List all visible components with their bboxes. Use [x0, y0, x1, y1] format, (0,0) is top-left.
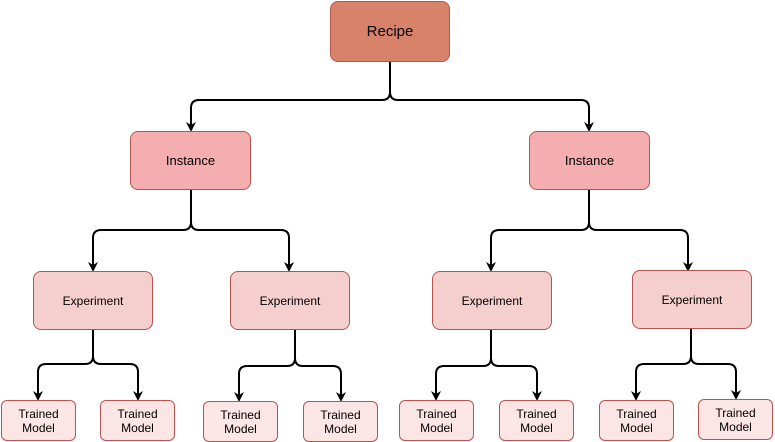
- experiment-node-1: Experiment: [33, 271, 153, 330]
- connector-recipe-instance-2: [389, 62, 594, 132]
- experiment-node-4: Experiment: [632, 270, 752, 329]
- model-label-line1: Trained: [117, 406, 158, 421]
- model-label-line1: Trained: [516, 406, 557, 421]
- experiment-node-2: Experiment: [230, 271, 350, 330]
- instance-node-1: Instance: [130, 131, 251, 190]
- instance-label: Instance: [564, 153, 615, 168]
- model-label-line2: Model: [520, 420, 553, 435]
- model-label-line2: Model: [620, 420, 653, 435]
- experiment-label: Experiment: [259, 293, 321, 308]
- connector-instance-1-experiment-1: [88, 190, 192, 272]
- model-label-line1: Trained: [18, 406, 59, 421]
- connector-experiment-1-model-2: [92, 330, 143, 401]
- experiment-label: Experiment: [461, 293, 523, 308]
- model-label-line1: Trained: [320, 407, 361, 422]
- experiment-node-3: Experiment: [432, 271, 552, 330]
- model-label-line2: Model: [719, 419, 752, 434]
- model-label-line2: Model: [324, 421, 357, 436]
- model-label-line2: Model: [121, 420, 154, 435]
- experiment-label: Experiment: [62, 293, 124, 308]
- model-label-line2: Model: [22, 420, 55, 435]
- recipe-label: Recipe: [366, 23, 414, 40]
- model-label-line1: Trained: [715, 405, 756, 420]
- connector-recipe-instance-1: [186, 62, 391, 132]
- instance-node-2: Instance: [529, 131, 650, 190]
- connector-experiment-3-model-6: [490, 330, 542, 401]
- experiment-label: Experiment: [661, 292, 723, 307]
- model-label-line1: Trained: [220, 407, 261, 422]
- connector-instance-2-experiment-3: [486, 190, 590, 272]
- model-label-line1: Trained: [416, 406, 457, 421]
- connector-instance-2-experiment-4: [588, 190, 693, 272]
- connector-instance-1-experiment-2: [190, 190, 294, 272]
- recipe-node: Recipe: [330, 1, 450, 62]
- connector-experiment-2-model-3: [234, 330, 296, 402]
- model-label-line2: Model: [224, 421, 257, 436]
- connector-experiment-2-model-4: [294, 330, 346, 402]
- connector-experiment-4-model-7: [631, 329, 692, 401]
- connector-experiment-4-model-8: [690, 329, 741, 400]
- connector-experiment-3-model-5: [431, 330, 492, 401]
- connector-experiment-1-model-1: [33, 330, 94, 401]
- model-label-line2: Model: [420, 420, 453, 435]
- instance-label: Instance: [165, 153, 216, 168]
- model-label-line1: Trained: [616, 406, 657, 421]
